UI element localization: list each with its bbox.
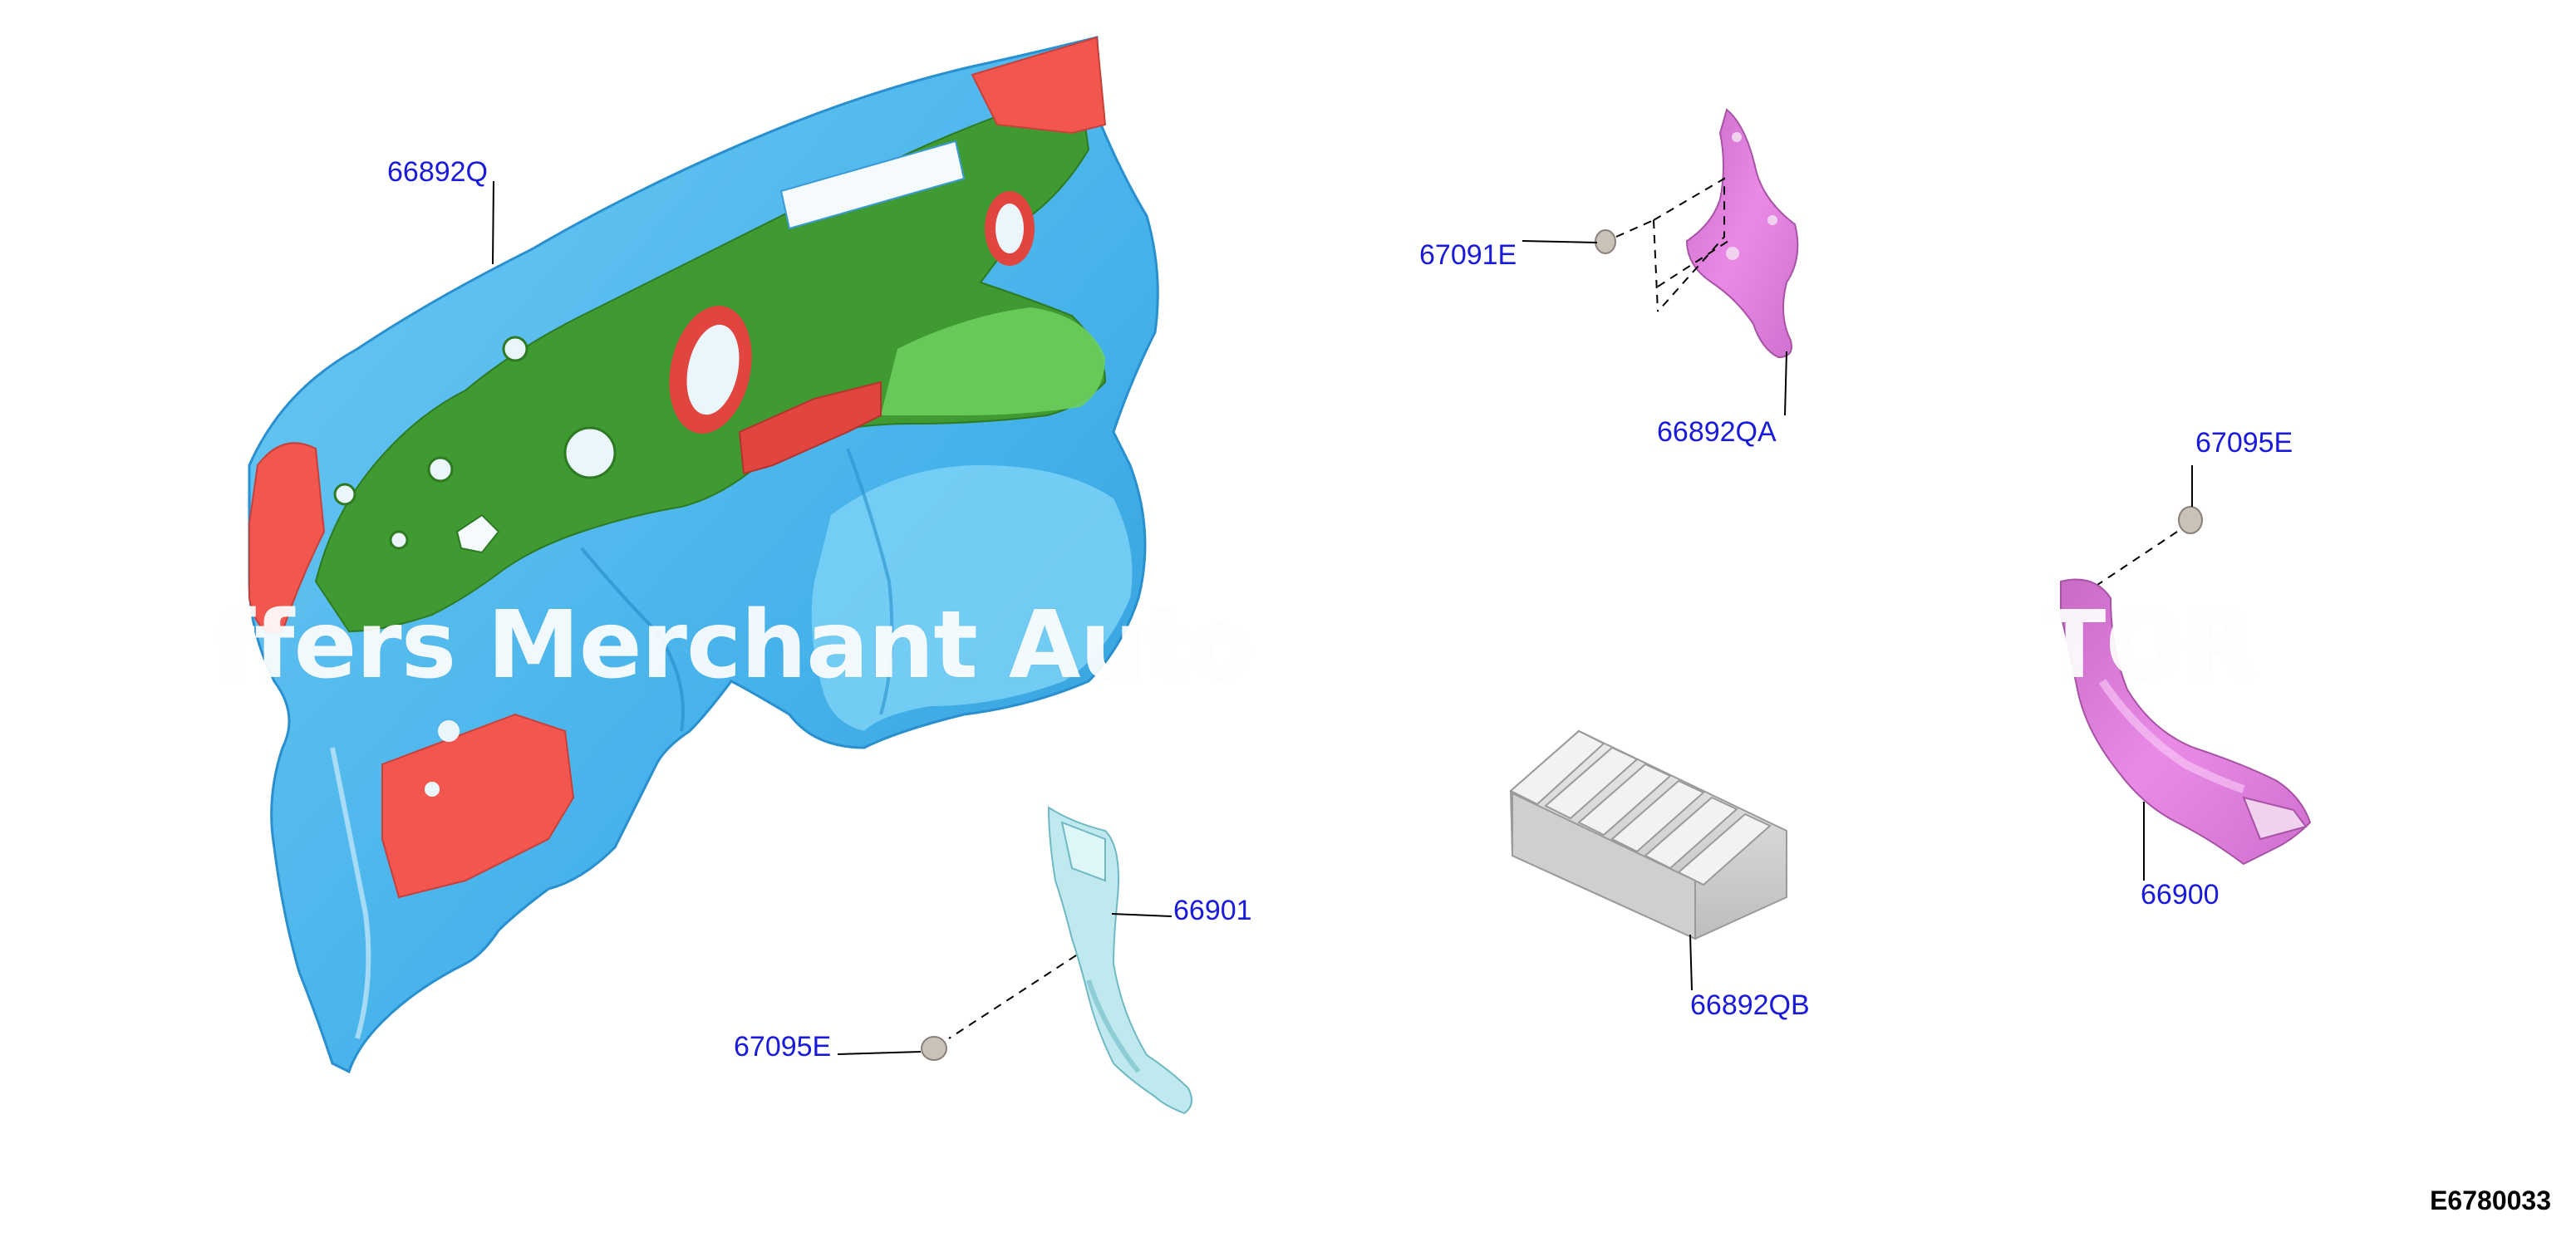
callout-bracket-upper: 66892QA: [1657, 416, 1777, 448]
callout-dash-insulator: 66892Q: [387, 156, 488, 188]
watermark-text-end: TOR: [2043, 592, 2255, 699]
panel-left-part: [948, 806, 1192, 1115]
callout-foam-block: 66892QB: [1690, 989, 1810, 1021]
callout-panel-right: 66900: [2141, 879, 2220, 911]
retainer-upper-part: [1522, 229, 1616, 254]
callout-retainer-right: 67095E: [2195, 427, 2293, 459]
retainer-right-part: [2089, 465, 2203, 591]
bracket-upper-part: [1615, 108, 1799, 416]
dash-insulator-part: [248, 36, 1159, 1074]
figure-id: E6780033: [2430, 1185, 2551, 1215]
callout-panel-left: 66901: [1173, 895, 1252, 926]
callout-retainer-upper: 67091E: [1419, 239, 1517, 271]
callout-retainer-lower: 67095E: [734, 1031, 832, 1063]
foam-block-part: [1509, 729, 1787, 991]
watermark-text: ffers Merchant Auto: [214, 592, 1253, 699]
panel-right-part: [2060, 578, 2312, 881]
retainer-lower-part: [837, 1036, 947, 1061]
